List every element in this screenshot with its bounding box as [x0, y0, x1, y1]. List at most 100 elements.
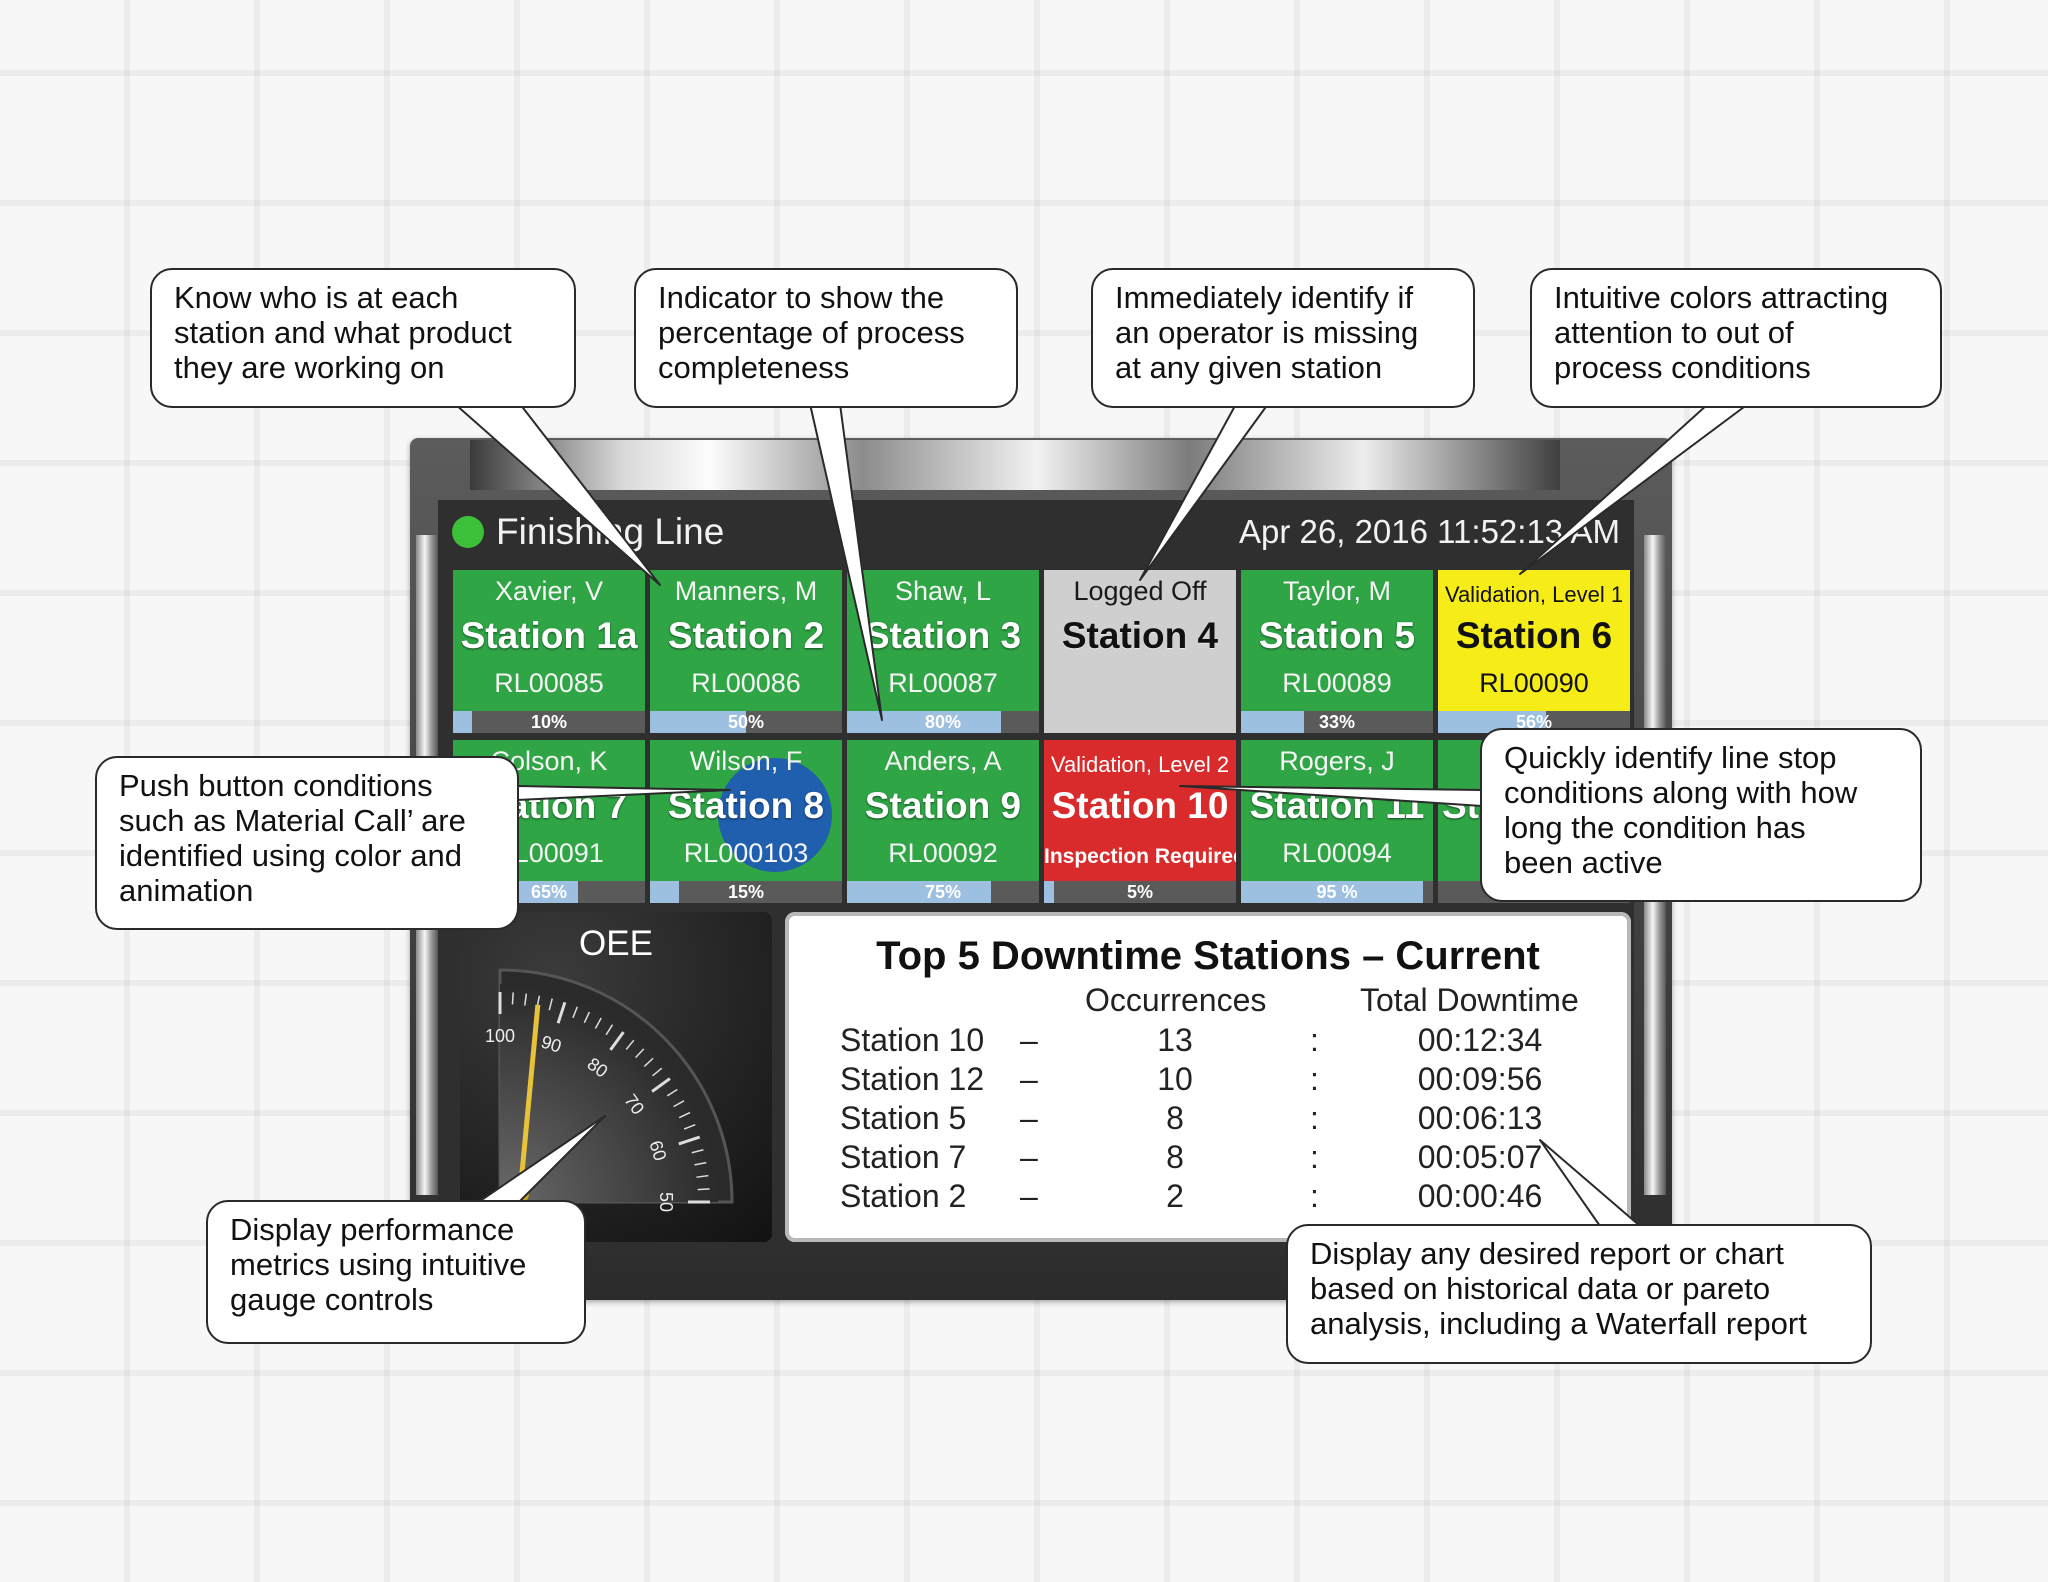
- callout-line: Push button conditions: [119, 768, 433, 803]
- callout-line-stop: Quickly identify line stop conditions al…: [1480, 728, 1922, 902]
- gauge-tick: [678, 1135, 701, 1146]
- callout-indicator: Indicator to show the percentage of proc…: [634, 268, 1018, 408]
- gauge-tick: [524, 993, 528, 1006]
- dt-station: Station 12: [840, 1061, 985, 1097]
- gauge-tick: [609, 1031, 625, 1051]
- progress-bar: 10%: [453, 711, 645, 733]
- station-name: Station 6: [1455, 615, 1613, 656]
- station-operator: Xavier, V: [494, 576, 604, 606]
- callout-push-button: Push button conditions such as Material …: [95, 756, 519, 930]
- callout-line: long the condition has: [1504, 810, 1806, 845]
- station-operator: Wilson, F: [689, 746, 803, 776]
- callout-operator-missing: Immediately identify if an operator is m…: [1091, 268, 1475, 408]
- dt-total: 00:05:07: [1417, 1139, 1543, 1175]
- callout-line: attention to out of: [1554, 315, 1794, 350]
- gauge-tick: [625, 1039, 635, 1050]
- dt-station: Station 7: [840, 1139, 967, 1175]
- station-name: Station 2: [667, 615, 825, 656]
- progress-fill: [1241, 881, 1424, 903]
- station-name: Station 3: [864, 615, 1022, 656]
- progress-fill: [650, 711, 746, 733]
- callout-line: gauge controls: [230, 1282, 434, 1317]
- progress-label: 15%: [727, 882, 765, 902]
- callout-line: animation: [119, 873, 254, 908]
- gauge-tick: [691, 1149, 704, 1154]
- callout-line: Quickly identify line stop: [1504, 740, 1837, 775]
- pointer-report: [1539, 1139, 1641, 1227]
- callout-line: at any given station: [1115, 350, 1383, 385]
- dt-occurrences: 13: [1157, 1022, 1193, 1058]
- station-tile-10[interactable]: Validation, Level 2 Station 10 Inspectio…: [1044, 740, 1236, 903]
- station-operator: Shaw, L: [894, 576, 992, 606]
- station-operator: Manners, M: [674, 576, 818, 606]
- station-tile-5[interactable]: Taylor, M Station 5 RL00089 33%: [1241, 570, 1433, 733]
- gauge-tick: [696, 1174, 709, 1178]
- callout-line: Display performance: [230, 1212, 515, 1247]
- progress-bar: 33%: [1241, 711, 1433, 733]
- callout-line: Intuitive colors attracting: [1554, 280, 1889, 315]
- callout-line: based on historical data or pareto: [1310, 1271, 1771, 1306]
- progress-bar: 75%: [847, 881, 1039, 903]
- dt-occurrences: 8: [1166, 1139, 1184, 1175]
- dt-total: 00:12:34: [1417, 1022, 1543, 1058]
- gauge-tick: [678, 1111, 691, 1119]
- station-product: RL00089: [1282, 668, 1392, 698]
- callout-line: Immediately identify if: [1115, 280, 1414, 315]
- station-tile-6[interactable]: Validation, Level 1 Station 6 RL00090 56…: [1438, 570, 1630, 733]
- pointer-line-stop: [1179, 785, 1483, 807]
- dt-separator: :: [1310, 1178, 1319, 1214]
- station-tile-9[interactable]: Anders, A Station 9 RL00092 75%: [847, 740, 1039, 903]
- gauge-tick: [556, 1001, 567, 1024]
- callout-line: analysis, including a Waterfall report: [1310, 1306, 1807, 1341]
- callout-line: station and what product: [174, 315, 512, 350]
- station-product: RL00092: [888, 838, 998, 868]
- callout-line: an operator is missing: [1115, 315, 1419, 350]
- progress-label: 33%: [1318, 712, 1356, 732]
- gauge-tick: [697, 1188, 710, 1191]
- station-condition: Inspection Required: [1044, 845, 1236, 868]
- dt-dash: –: [1020, 1061, 1038, 1097]
- dt-separator: :: [1310, 1139, 1319, 1175]
- callout-line: been active: [1504, 845, 1663, 880]
- station-operator: Taylor, M: [1282, 576, 1392, 606]
- station-tile-1a[interactable]: Xavier, V Station 1a RL00085 10%: [453, 570, 645, 733]
- dt-occurrences: 2: [1166, 1178, 1184, 1214]
- dt-dash: –: [1020, 1100, 1038, 1136]
- callout-who: Know who is at each station and what pro…: [150, 268, 576, 408]
- station-tile-8[interactable]: Wilson, F Station 8 RL000103 15%: [650, 740, 842, 903]
- callout-line: they are working on: [174, 350, 445, 385]
- dt-occurrences: 10: [1157, 1061, 1193, 1097]
- progress-bar: 5%: [1044, 881, 1236, 903]
- col-total-downtime: Total Downtime: [1360, 982, 1579, 1018]
- callout-line: process conditions: [1554, 350, 1811, 385]
- station-alert-text: Validation, Level 1: [1444, 582, 1624, 607]
- progress-fill: [1044, 881, 1054, 903]
- station-name: Station 10: [1051, 785, 1229, 826]
- pointer-gauge: [479, 1115, 606, 1202]
- gauge-tick: [572, 1006, 579, 1019]
- station-tile-11[interactable]: Rogers, J Station 11 RL00094 95 %: [1241, 740, 1433, 903]
- dt-separator: :: [1310, 1061, 1319, 1097]
- station-tile-4[interactable]: Logged Off Station 4: [1044, 570, 1236, 733]
- gauge-tick-label: 50: [656, 1192, 676, 1212]
- station-tile-2[interactable]: Manners, M Station 2 RL00086 50%: [650, 570, 842, 733]
- pointer-indicator: [809, 403, 883, 721]
- callout-colors: Intuitive colors attracting attention to…: [1530, 268, 1942, 408]
- material-call-indicator: [718, 758, 832, 872]
- dt-station: Station 5: [840, 1100, 967, 1136]
- station-product: RL00090: [1479, 668, 1589, 698]
- dt-total: 00:06:13: [1417, 1100, 1543, 1136]
- downtime-title: Top 5 Downtime Stations – Current: [876, 934, 1540, 978]
- gauge-face: [500, 984, 718, 1202]
- gauge-tick: [651, 1077, 671, 1093]
- callout-report: Display any desired report or chart base…: [1286, 1224, 1872, 1364]
- callout-line: metrics using intuitive: [230, 1247, 527, 1282]
- dt-separator: :: [1310, 1100, 1319, 1136]
- monitor-bezel-top: [470, 440, 1560, 490]
- callout-line: completeness: [658, 350, 850, 385]
- callout-line: Indicator to show the: [658, 280, 945, 315]
- gauge-tick: [634, 1048, 645, 1059]
- station-name: Station 5: [1258, 615, 1416, 656]
- progress-label: 80%: [924, 712, 962, 732]
- progress-label: 65%: [530, 882, 568, 902]
